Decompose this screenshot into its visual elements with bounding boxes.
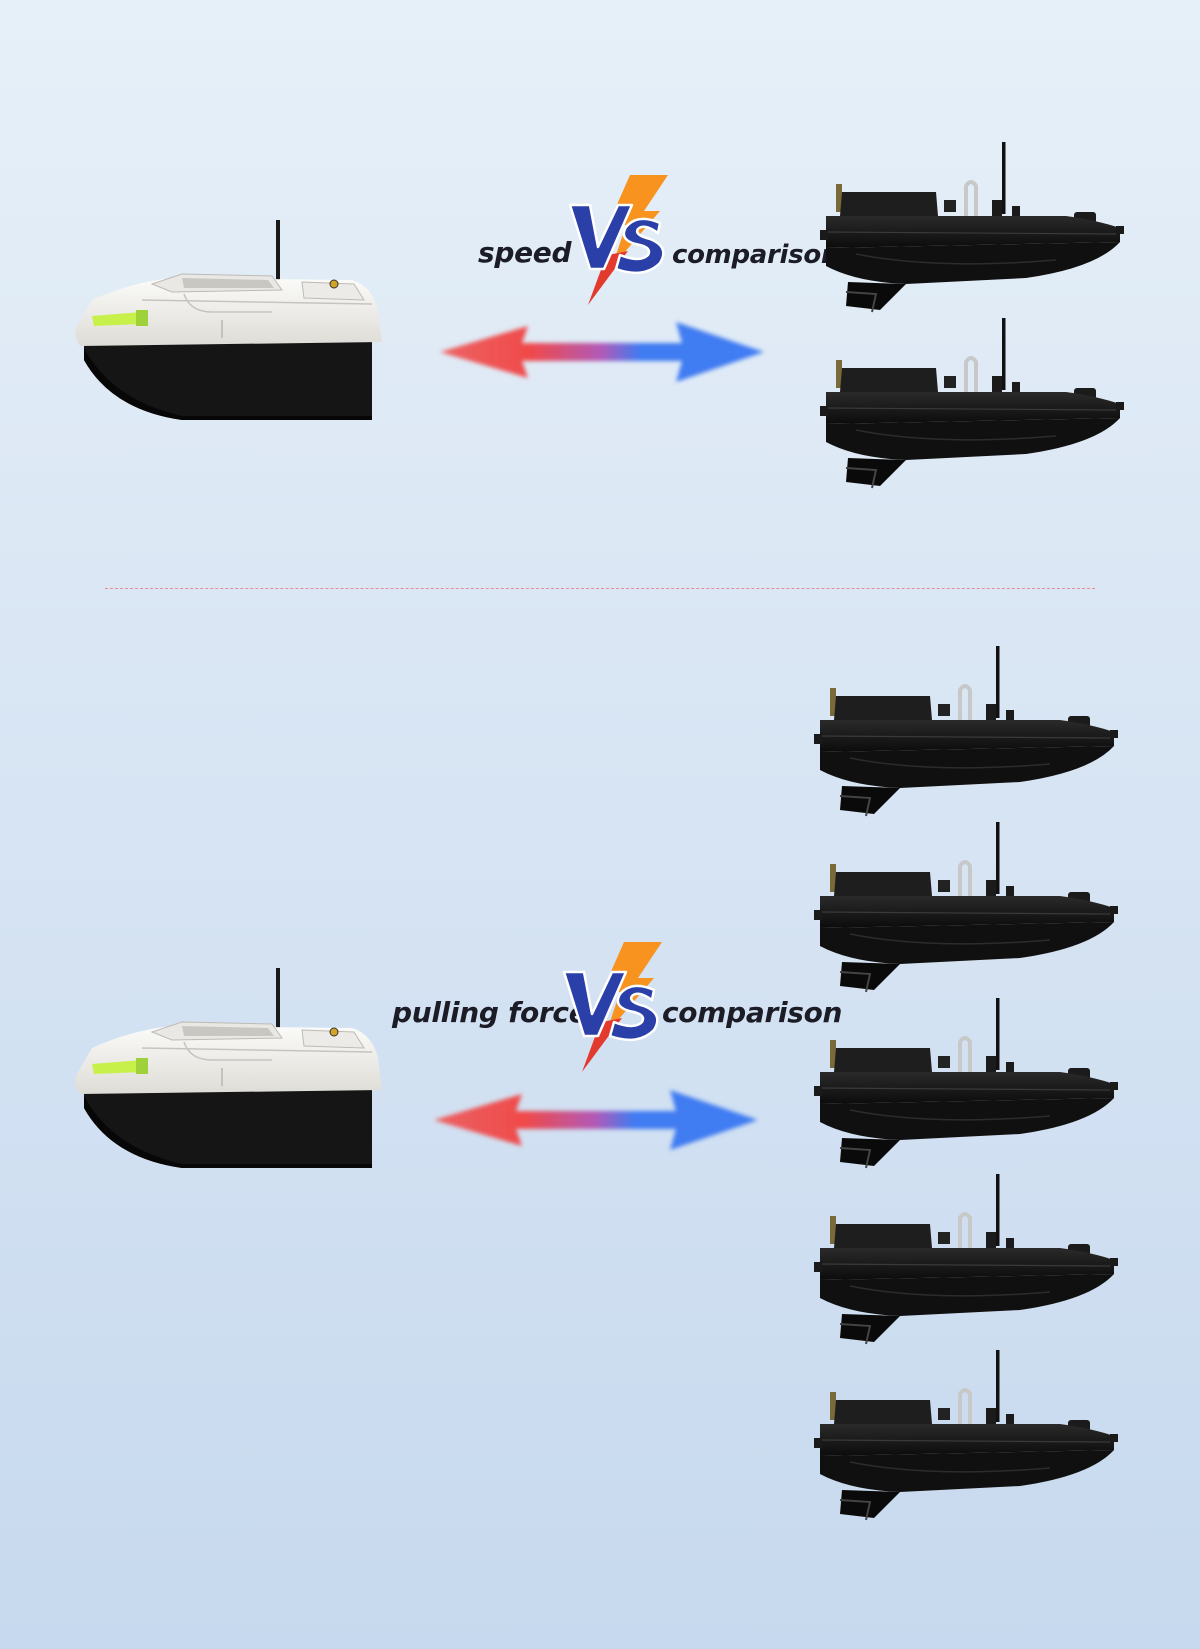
white-bait-boat-icon (72, 968, 392, 1188)
vs-logo-icon (562, 942, 662, 1072)
white-bait-boat-icon (72, 220, 392, 440)
black-bait-boat-icon (810, 646, 1120, 826)
section-divider (105, 588, 1095, 589)
double-arrow-icon (426, 1080, 766, 1160)
speed-label: speed (478, 236, 572, 269)
black-bait-boat-icon (810, 822, 1120, 1002)
black-bait-boat-icon (810, 1350, 1120, 1530)
black-bait-boat-icon (810, 998, 1120, 1178)
pulling-force-label: pulling force (392, 996, 588, 1029)
black-bait-boat-icon (816, 142, 1126, 322)
vs-logo-icon (568, 175, 668, 305)
comparison-label: comparison (672, 240, 840, 270)
black-bait-boat-icon (810, 1174, 1120, 1354)
double-arrow-icon (432, 312, 772, 392)
comparison-label: comparison (662, 996, 843, 1029)
black-bait-boat-icon (816, 318, 1126, 498)
